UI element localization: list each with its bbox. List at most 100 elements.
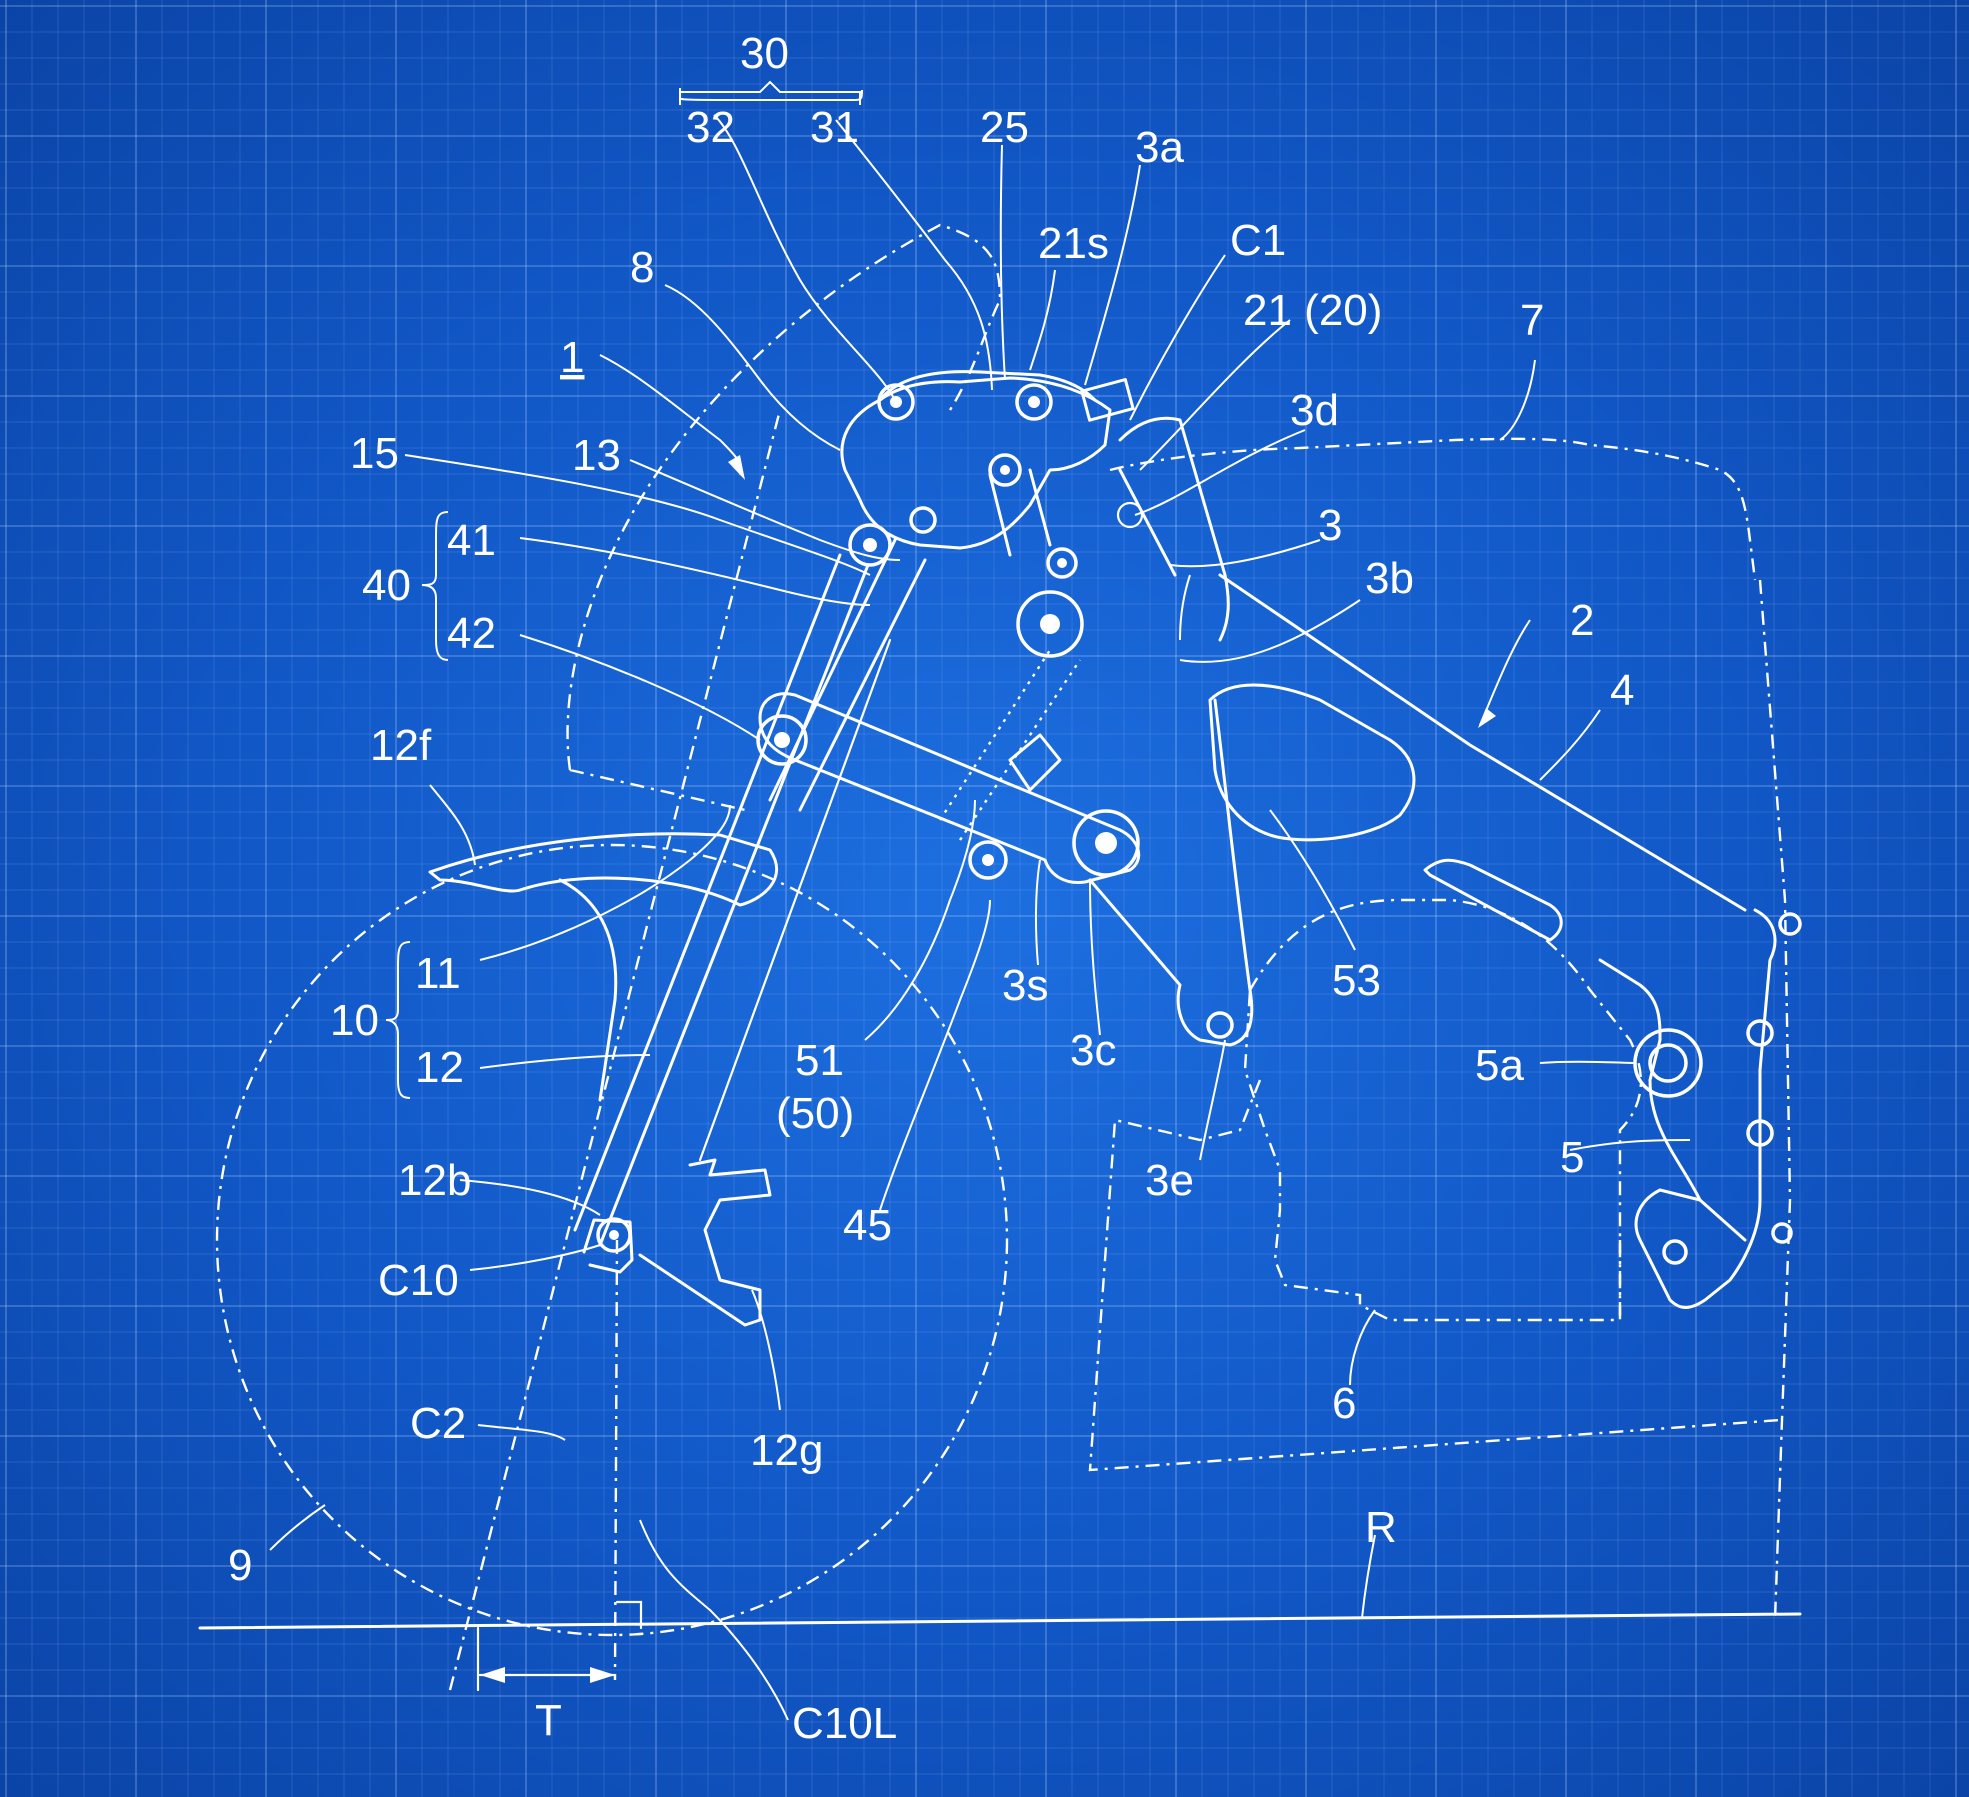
frame-upper-spar: [1118, 468, 1177, 577]
reference-labels: 30 32 31 25 3a 21s C1 21 (20) 8 1 7 3d 1…: [228, 29, 1634, 1748]
label-r: R: [1365, 1503, 1397, 1552]
brace-10: [385, 941, 411, 1099]
label-31: 31: [810, 103, 859, 152]
ground-line: [198, 1612, 1802, 1630]
label-1: 1: [560, 333, 584, 382]
label-3b: 3b: [1365, 554, 1414, 603]
linkage-rear-pivot-3c: [1072, 809, 1140, 877]
label-12: 12: [415, 1043, 464, 1092]
rear-mount-2: [1746, 1019, 1774, 1047]
shock-body-51: [938, 649, 1081, 841]
rear-subframe: [1634, 908, 1777, 1309]
label-12f: 12f: [370, 721, 432, 770]
axle-vertical-c10l: [613, 1239, 619, 1681]
label-10: 10: [330, 996, 379, 1045]
cushion-unit-45: [1008, 733, 1062, 792]
mount-block-21: [1080, 378, 1135, 422]
label-5a: 5a: [1475, 1041, 1524, 1090]
label-42: 42: [447, 609, 496, 658]
label-50: (50): [776, 1089, 854, 1138]
linkage-mid-pivot-3s: [968, 840, 1008, 880]
linkage-rear-pivot-3c-center: [1095, 832, 1117, 854]
linkage-front-pivot: [756, 714, 808, 766]
frame-head-pipe-3: [1118, 416, 1230, 642]
label-41: 41: [447, 516, 496, 565]
label-11: 11: [415, 949, 461, 998]
label-32: 32: [686, 103, 735, 152]
label-30: 30: [740, 29, 789, 78]
fork-upper-right: [798, 558, 927, 812]
brace-30: [679, 80, 861, 105]
label-c10: C10: [378, 1256, 459, 1305]
steering-axis-c2: [448, 409, 782, 1691]
seat-tank-7: [1109, 437, 1757, 581]
caliper-bracket-12g: [638, 1158, 772, 1327]
linkage-arm-42: [758, 692, 1141, 885]
steering-stem-top-center: [1000, 465, 1010, 475]
trail-arrow-right: [590, 1667, 615, 1683]
label-21s: 21s: [1038, 219, 1109, 268]
label-21-20: 21 (20): [1243, 286, 1382, 335]
lower-bracket-pivot-center: [1040, 614, 1060, 634]
axle-holder-12b: [582, 1218, 634, 1274]
linkage-pivot-15: [909, 506, 937, 534]
front-axle-center: [609, 1230, 619, 1240]
label-3e: 3e: [1145, 1156, 1194, 1205]
steering-pivot-3d: [1046, 547, 1078, 579]
label-15: 15: [350, 429, 399, 478]
label-3a: 3a: [1135, 123, 1184, 172]
leader-lines: [269, 88, 1691, 1721]
engine-lower-6: [1088, 1079, 1781, 1472]
label-9: 9: [228, 1541, 252, 1590]
fork-tube-inner: [598, 563, 870, 1247]
label-53: 53: [1332, 956, 1381, 1005]
rear-frame-edge: [1758, 579, 1792, 1621]
linkage-mid-pivot-3s-center: [982, 854, 994, 866]
label-5: 5: [1560, 1133, 1584, 1182]
rear-mount-4: [1771, 1222, 1793, 1244]
handlebar-cluster: [840, 376, 1112, 550]
steering-shaft-25: [988, 468, 1052, 557]
engine-outline-6: [1243, 898, 1643, 1322]
label-25: 25: [980, 103, 1029, 152]
label-7: 7: [1520, 296, 1544, 345]
label-40: 40: [362, 561, 411, 610]
rear-mount-5: [1662, 1239, 1688, 1265]
label-3d: 3d: [1290, 386, 1339, 435]
frame-down-tube: [1088, 698, 1254, 1047]
rear-mount-1: [1778, 912, 1802, 936]
pivot-5a: [1633, 1028, 1703, 1098]
label-c1: C1: [1230, 216, 1286, 265]
pivot-5a-inner: [1648, 1043, 1688, 1083]
steering-pivot-3d-center: [1057, 558, 1067, 568]
label-45: 45: [843, 1201, 892, 1250]
label-3s: 3s: [1002, 961, 1048, 1010]
label-13: 13: [572, 431, 621, 480]
steering-stem-top: [988, 453, 1022, 487]
label-51: 51: [795, 1036, 844, 1085]
rear-mount-3: [1746, 1119, 1774, 1147]
handle-pivot-13: [848, 523, 892, 567]
trail-arrow-left: [480, 1667, 505, 1683]
brace-40: [421, 511, 449, 661]
fork-upper-left: [768, 538, 897, 802]
front-fairing-8: [566, 223, 1002, 812]
label-3: 3: [1318, 501, 1342, 550]
frame-window-4: [1208, 683, 1416, 842]
upper-bracket-3a: [878, 370, 1097, 402]
label-6: 6: [1332, 1379, 1356, 1428]
bar-end-pivot-right-center: [1028, 396, 1040, 408]
label-2: 2: [1570, 596, 1594, 645]
label-8: 8: [630, 243, 654, 292]
front-fender: [428, 832, 778, 907]
label-4: 4: [1610, 666, 1634, 715]
label-t: T: [535, 1696, 562, 1745]
frame-main-spar-2: [1218, 573, 1747, 912]
label-12g: 12g: [750, 1426, 823, 1475]
engine-hanger-3e: [1206, 1011, 1234, 1039]
rear-bracket-5: [1423, 858, 1563, 942]
label-c10l: C10L: [792, 1699, 897, 1748]
label-c2: C2: [410, 1399, 466, 1448]
